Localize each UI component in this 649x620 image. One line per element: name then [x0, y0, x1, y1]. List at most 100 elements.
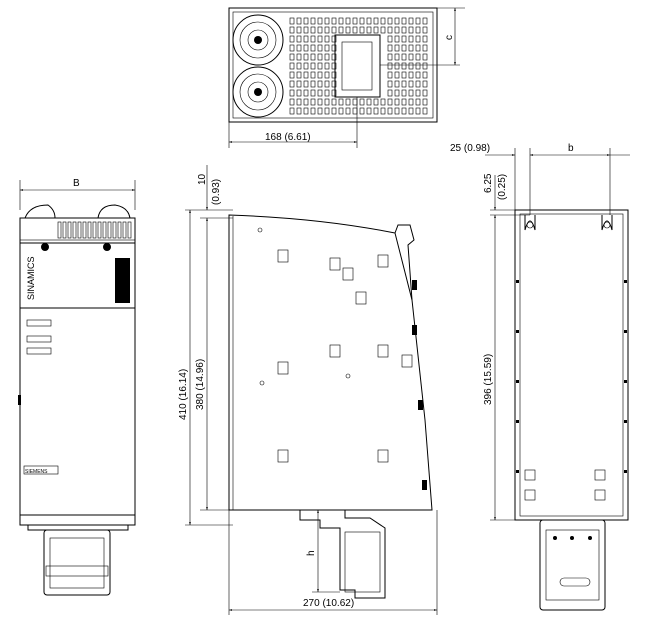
- vent-slot: [345, 98, 351, 106]
- vent-slot: [408, 35, 414, 43]
- vent-slot: [331, 107, 337, 115]
- vent-slot: [303, 17, 309, 25]
- vent-slot: [415, 35, 421, 43]
- hole-height-dim: 396 (15.59): [483, 354, 494, 405]
- vent-slot: [380, 107, 386, 115]
- screw: [624, 330, 627, 333]
- mounting-part: [377, 254, 389, 268]
- vent-slot: [380, 17, 386, 25]
- vent-slot: [296, 107, 302, 115]
- screw: [624, 380, 627, 383]
- vent-slot: [57, 221, 62, 239]
- vent-slot: [394, 44, 400, 52]
- vent-slot: [387, 71, 393, 79]
- vent-slot: [289, 44, 295, 52]
- vent-slot: [317, 89, 323, 97]
- mounting-part: [524, 469, 536, 481]
- vent-slot: [324, 62, 330, 70]
- vent-slot: [408, 98, 414, 106]
- vent-slot: [310, 89, 316, 97]
- hole-spacing-dim: b: [568, 143, 574, 154]
- vent-slot: [331, 62, 337, 70]
- vent-slot: [366, 26, 372, 34]
- vent-slot: [310, 107, 316, 115]
- vent-slot: [62, 221, 67, 239]
- vent-slot: [373, 26, 379, 34]
- vent-slot: [422, 71, 428, 79]
- fan-icon: [232, 14, 284, 66]
- vent-slot: [303, 107, 309, 115]
- mounting-part: [412, 325, 417, 335]
- vent-slot: [401, 35, 407, 43]
- vent-slot: [345, 107, 351, 115]
- vent-slot: [310, 26, 316, 34]
- vent-slot: [408, 89, 414, 97]
- vent-slot: [394, 53, 400, 61]
- mounting-part: [355, 291, 367, 305]
- screw: [516, 470, 519, 473]
- vent-slot: [317, 80, 323, 88]
- vent-slot: [422, 17, 428, 25]
- screw: [516, 330, 519, 333]
- vent-slot: [415, 62, 421, 70]
- vent-slot: [401, 26, 407, 34]
- vent-slot: [415, 53, 421, 61]
- vent-slot: [296, 17, 302, 25]
- mounting-part: [329, 344, 341, 358]
- vent-slot: [422, 107, 428, 115]
- vent-slot: [387, 89, 393, 97]
- vent-slot: [415, 44, 421, 52]
- rear-view: 25 (0.98) b 6.25 (0.25) 396 (15.59): [450, 143, 630, 611]
- vent-slot: [324, 107, 330, 115]
- vent-slot: [331, 98, 337, 106]
- mounting-part: [329, 257, 341, 271]
- vent-slot: [127, 221, 132, 239]
- vent-slot: [415, 89, 421, 97]
- vent-slot: [107, 221, 112, 239]
- vent-slot: [338, 17, 344, 25]
- vent-slot: [317, 107, 323, 115]
- vent-slot: [422, 98, 428, 106]
- vent-slot: [394, 80, 400, 88]
- vent-slot: [317, 35, 323, 43]
- vent-slot: [373, 98, 379, 106]
- vent-slot: [345, 26, 351, 34]
- vent-slot: [359, 107, 365, 115]
- vent-slot: [303, 89, 309, 97]
- vent-slot: [408, 80, 414, 88]
- vent-slot: [408, 71, 414, 79]
- front-width-dim: B: [73, 178, 80, 189]
- vent-slot: [289, 71, 295, 79]
- vent-slot: [317, 26, 323, 34]
- vent-slot: [394, 35, 400, 43]
- mounting-part: [594, 469, 606, 481]
- vent-slot: [317, 71, 323, 79]
- vent-slot: [310, 44, 316, 52]
- vent-slot: [310, 17, 316, 25]
- vent-slot: [408, 107, 414, 115]
- vent-slot: [387, 98, 393, 106]
- vent-slot: [331, 53, 337, 61]
- front-view: B SINAMICS SIEMENS: [18, 178, 136, 596]
- vent-slot: [303, 71, 309, 79]
- mounting-part: [342, 267, 354, 281]
- vent-slot: [289, 26, 295, 34]
- vent-slot: [289, 107, 295, 115]
- vent-slot: [352, 107, 358, 115]
- vent-slot: [296, 62, 302, 70]
- vent-slot: [422, 44, 428, 52]
- vent-slot: [117, 221, 122, 239]
- vent-slot: [415, 26, 421, 34]
- vent-slot: [359, 98, 365, 106]
- vent-slot: [87, 221, 92, 239]
- side-view: 410 (16.14) 380 (14.96) 10 (0.93) h 270 …: [178, 165, 438, 615]
- vent-slot: [394, 107, 400, 115]
- mounting-part: [594, 489, 606, 501]
- vent-slot: [303, 53, 309, 61]
- vent-slot: [303, 62, 309, 70]
- brand-label: SINAMICS: [26, 256, 36, 300]
- vent-slot: [310, 71, 316, 79]
- screw: [624, 280, 627, 283]
- vent-slot: [338, 26, 344, 34]
- vent-slot: [422, 89, 428, 97]
